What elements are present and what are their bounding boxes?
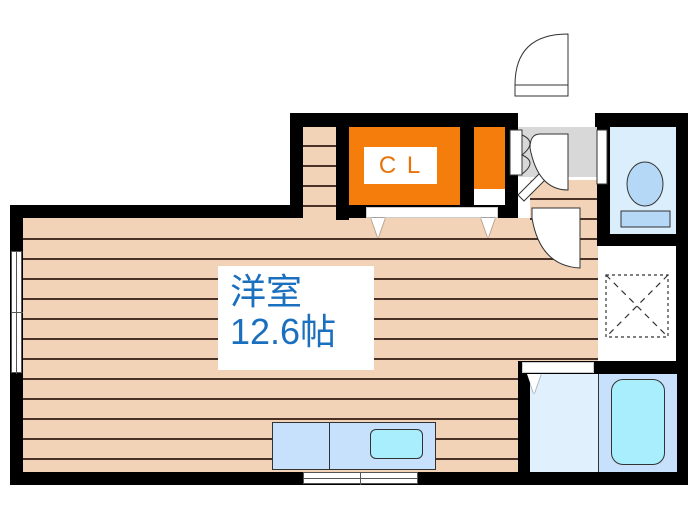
wall-toilet-bottom xyxy=(597,234,688,246)
wall-right xyxy=(676,113,688,485)
wall-alcove-left xyxy=(290,113,303,218)
entrance-doors[interactable] xyxy=(500,30,700,280)
bathtub xyxy=(611,379,665,465)
storage-x-marker xyxy=(605,274,669,338)
closet-label-box: C L xyxy=(364,147,437,184)
room-size-label: 12.6帖 xyxy=(230,311,337,352)
wall-cl-divider xyxy=(460,127,474,207)
window-left[interactable] xyxy=(11,251,23,374)
wall-cl-left xyxy=(336,113,349,220)
closet-label: C L xyxy=(378,151,423,179)
bathroom-door-marker xyxy=(527,374,541,394)
closet-sliding-door[interactable] xyxy=(366,207,498,218)
wall-alcove-top xyxy=(290,113,518,127)
main-room-label: 洋室 12.6帖 xyxy=(218,266,374,370)
wall-toilet-top xyxy=(595,113,688,127)
kitchen-counter xyxy=(272,422,330,470)
bathroom-door[interactable] xyxy=(522,362,594,373)
closet-small-area xyxy=(474,127,505,189)
closet-door-marker-right xyxy=(481,218,495,238)
closet-door-marker-left xyxy=(371,218,385,238)
room-type-label: 洋室 xyxy=(230,271,303,312)
washroom xyxy=(530,374,608,472)
kitchen-sink xyxy=(370,429,423,459)
toilet-icon xyxy=(620,161,671,228)
window-bottom[interactable] xyxy=(303,472,418,485)
alcove-floor xyxy=(302,127,337,222)
wall-top-left xyxy=(10,205,302,218)
